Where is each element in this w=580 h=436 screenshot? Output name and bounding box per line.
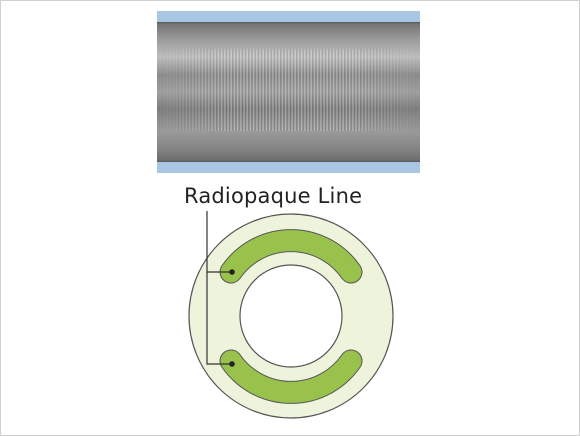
catheter-tube-image [157,11,420,173]
radiopaque-line-label: Radiopaque Line [184,184,363,208]
upper-radiopaque-line [220,230,362,283]
lower-radiopaque-line [220,350,362,403]
leader-dot-lower [229,361,235,367]
coil-texture [157,22,420,162]
inner-lumen [239,264,343,368]
leader-dot-upper [229,269,235,275]
leader-line-lower [206,272,232,365]
